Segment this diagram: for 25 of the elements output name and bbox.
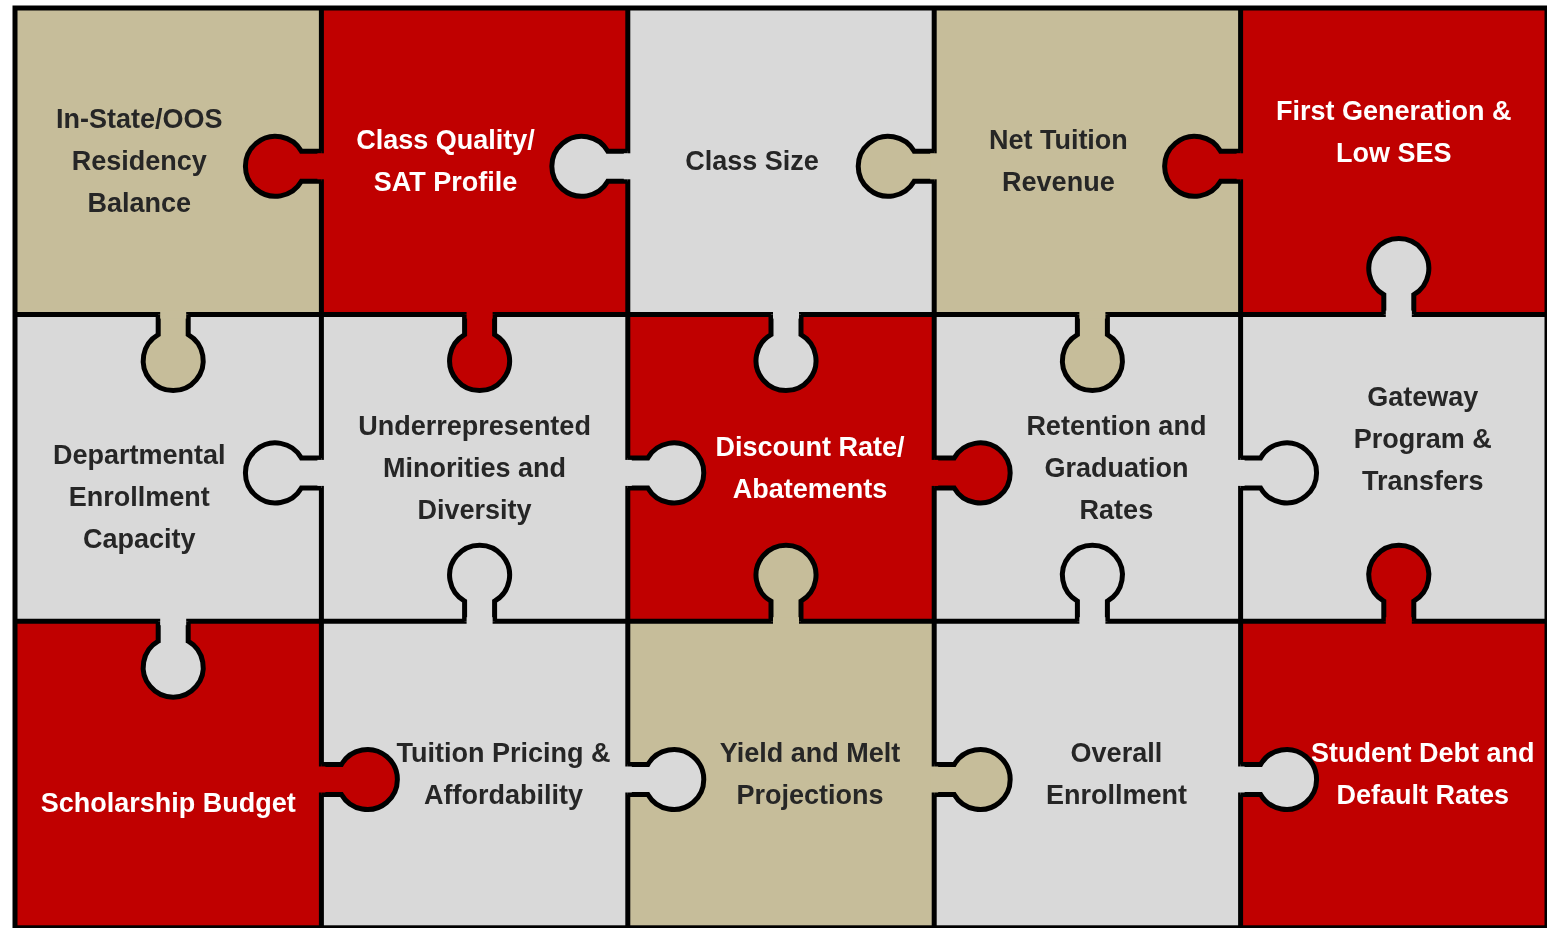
piece-label: Yield and Melt Projections (718, 737, 902, 813)
piece-label: Scholarship Budget (40, 787, 296, 821)
puzzle-piece (321, 8, 628, 315)
puzzle-piece (15, 621, 322, 928)
puzzle-piece (15, 8, 322, 315)
piece-label: Departmental Enrollment Capacity (51, 438, 227, 556)
piece-label: First Generation & Low SES (1275, 95, 1513, 171)
puzzle-piece (1240, 8, 1547, 315)
puzzle-piece (934, 8, 1241, 315)
piece-label: Tuition Pricing & Affordability (395, 737, 612, 813)
piece-label: Student Debt and Default Rates (1310, 737, 1535, 813)
puzzle-piece (627, 621, 935, 928)
puzzle-piece (627, 8, 935, 315)
piece-label: Underrepresented Minorities and Diversity (357, 409, 592, 527)
piece-label: Net Tuition Revenue (987, 124, 1129, 200)
piece-label: Discount Rate/ Abatements (714, 430, 906, 506)
puzzle-piece (321, 621, 628, 928)
piece-label: Retention and Graduation Rates (1025, 409, 1208, 527)
puzzle-piece (934, 621, 1241, 928)
piece-label: In-State/OOS Residency Balance (54, 103, 224, 221)
piece-label: Class Size (685, 145, 819, 179)
puzzle-piece (1240, 621, 1547, 928)
piece-label: Class Quality/ SAT Profile (355, 124, 536, 200)
piece-label: Gateway Program & Transfers (1352, 380, 1493, 498)
piece-label: Overall Enrollment (1044, 737, 1188, 813)
